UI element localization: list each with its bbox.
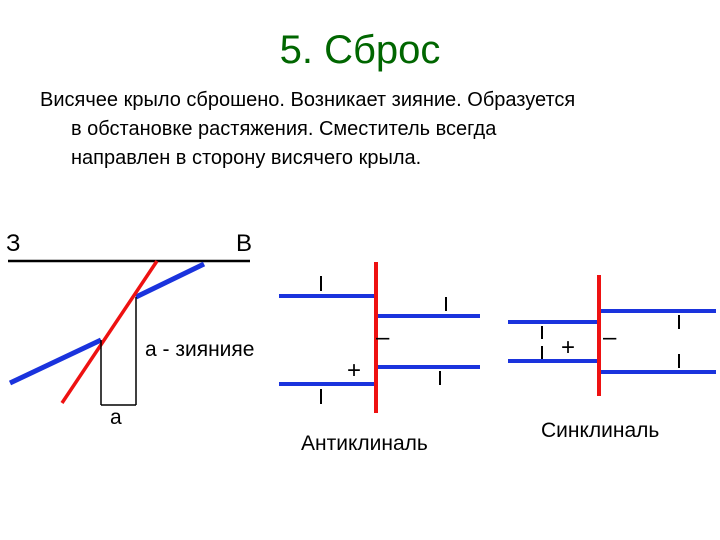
syncline-plus-sign: + [561,334,575,361]
syncline-caption: Синклиналь [541,419,659,442]
syncline-minus-sign: – [603,324,617,351]
east-label: В [236,230,252,257]
description-text: Висячее крыло сброшено. Возникает зияние… [40,86,700,173]
anticline-minus-sign: – [376,324,390,351]
fault-cross-section: З В а - зиянияе а [6,230,254,429]
slide-title: 5. Сброс [279,28,441,72]
anticline-caption: Антиклиналь [301,432,428,455]
footwall-layer [134,261,206,300]
hanging-wall-layer [8,337,103,386]
west-label: З [6,230,21,257]
fault-plane-line [60,260,159,404]
description-line-2: в обстановке растяжения. Сместитель всег… [71,118,497,140]
anticline-diagram: + – Антиклиналь [279,262,480,455]
description-line-3: направлен в сторону висячего крыла. [71,147,422,169]
anticline-plus-sign: + [347,357,361,384]
description-line-1: Висячее крыло сброшено. Возникает зияние… [40,89,576,111]
gap-label: а - зиянияе [145,338,254,361]
syncline-diagram: + – Синклиналь [508,275,716,442]
gap-width-label: а [110,406,122,429]
